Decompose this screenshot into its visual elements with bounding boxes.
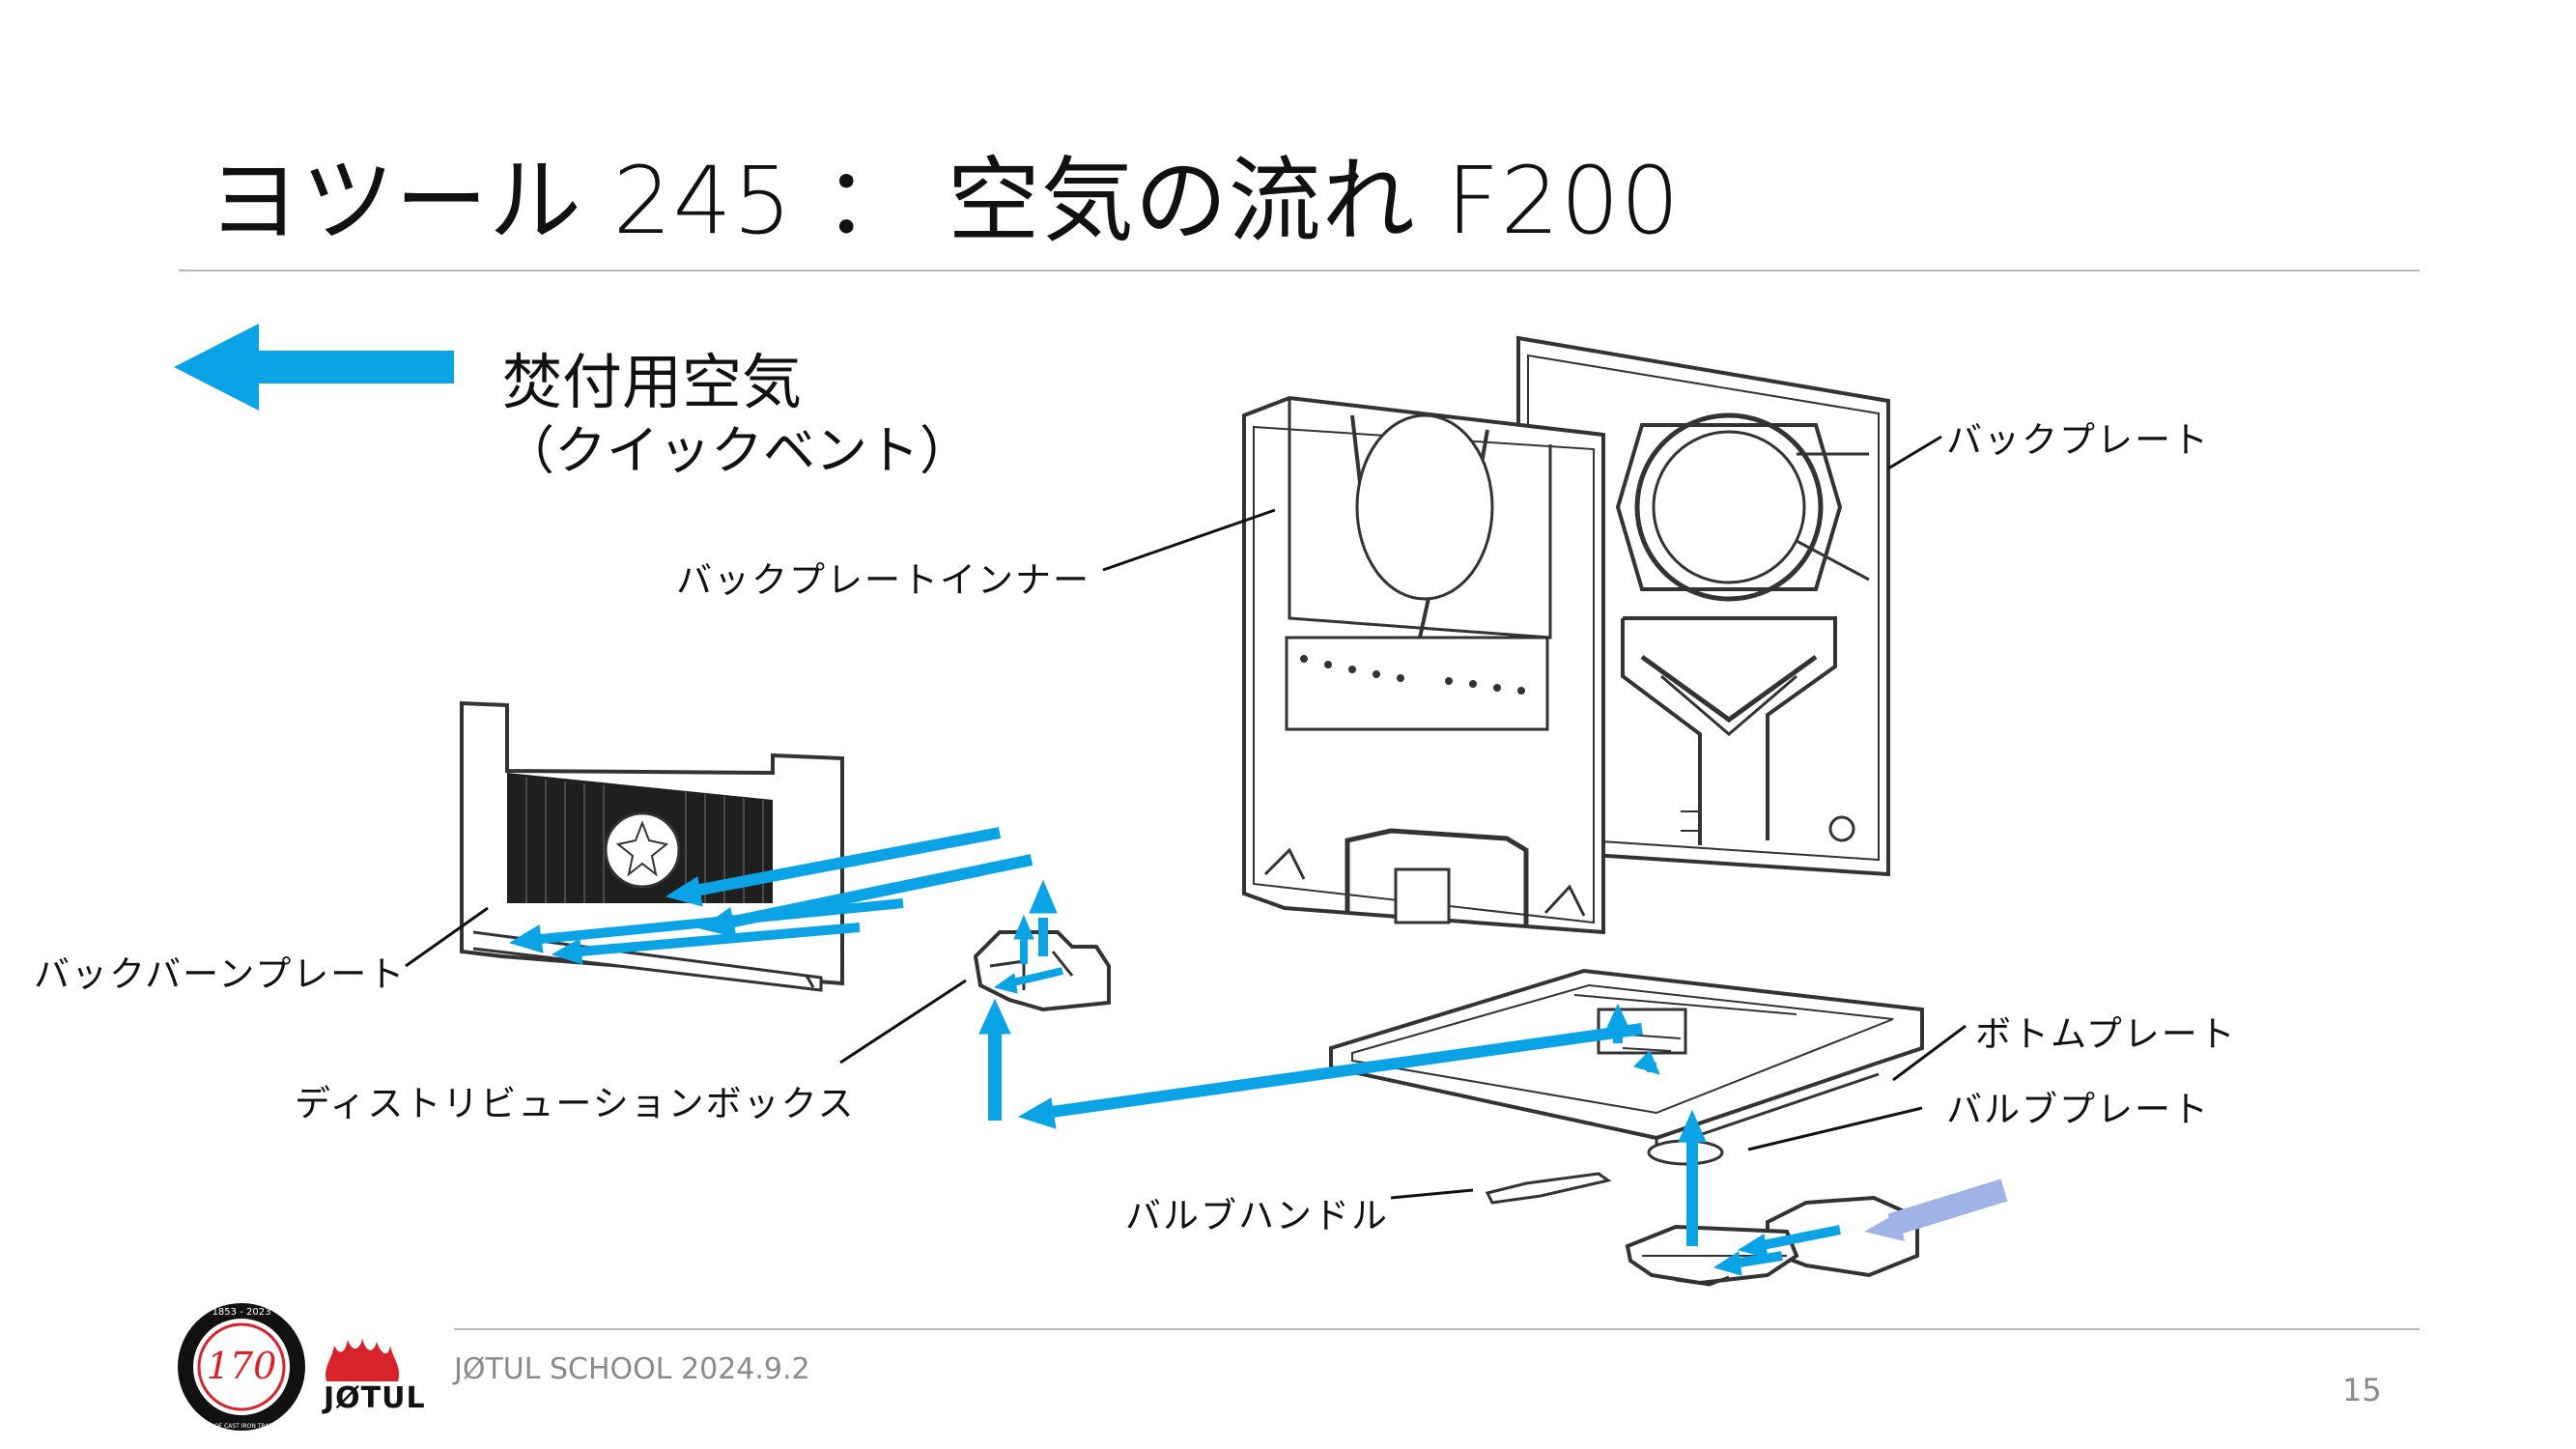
label-back-plate: バックプレート [1946,419,2210,461]
svg-text:170: 170 [207,1345,277,1387]
svg-text:1853 - 2023: 1853 - 2023 [212,1307,271,1318]
legend-subtitle: （クイックベント） [502,420,972,481]
label-back-plate-inner: バックプレートインナー [676,559,1090,601]
valve-plate-part [1647,1139,1724,1166]
footer-divider [454,1328,2420,1330]
page-number: 15 [2342,1372,2382,1408]
back-plate-inner-part [1242,395,1605,935]
airflow-arrows [508,827,1841,1276]
label-valve-plate: バルブプレート [1946,1089,2210,1130]
jotul-flame-icon [326,1338,400,1381]
title-divider [179,270,2420,271]
svg-text:YEARS OF CAST IRON TRADITION: YEARS OF CAST IRON TRADITION [193,1423,290,1430]
valve-handle-part [1485,1172,1612,1205]
label-bottom-plate: ボトムプレート [1975,1013,2237,1055]
anniversary-badge-logo: 170 1853 - 2023 YEARS OF CAST IRON TRADI… [178,1303,305,1431]
footer-event-text: JØTUL SCHOOL 2024.9.2 [454,1352,810,1386]
bottom-plate-part [1329,968,1924,1152]
jotul-wordmark: JØTUL [324,1381,426,1415]
legend-arrow-icon [174,324,454,411]
legend-title: 焚付用空気 [502,347,803,417]
label-distribution-box: ディストリビューションボックス [295,1083,856,1124]
back-plate-part [1516,335,1890,877]
outside-air-intake-arrow [1864,1179,2008,1241]
label-valve-handle: バルブハンドル [1125,1195,1389,1236]
label-leader-lines [405,435,1967,1200]
slide-title: ヨツール 245 ： 空気の流れ F200 [208,147,1681,255]
label-back-burn-plate: バックバーンプレート [34,953,407,995]
